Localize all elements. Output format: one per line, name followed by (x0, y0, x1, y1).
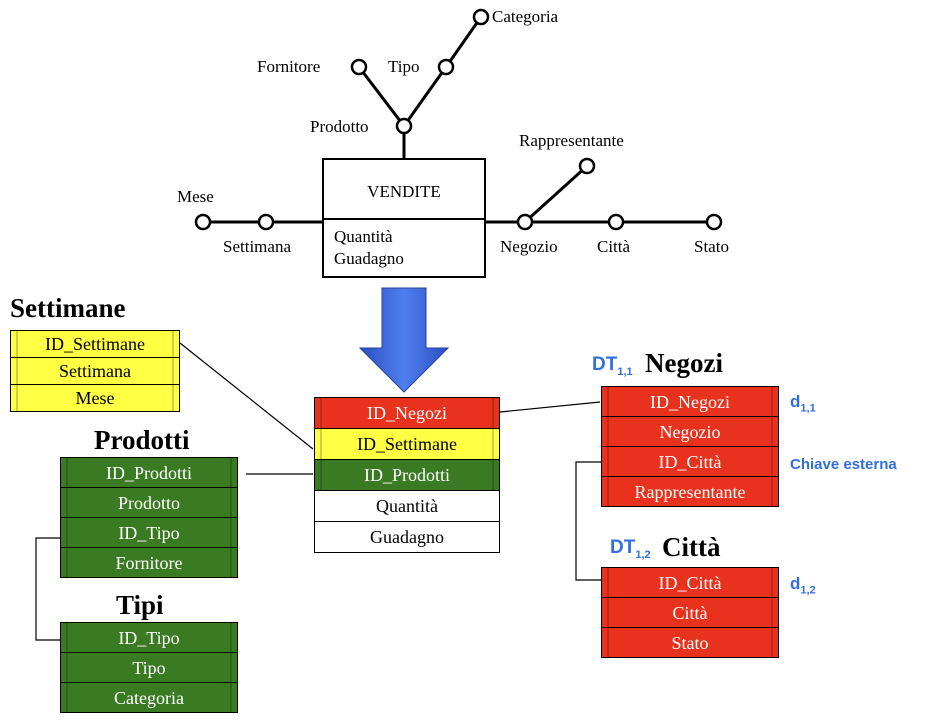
table-row: ID_Tipo (60, 622, 238, 653)
table-row: Tipo (60, 652, 238, 683)
attr-settimana: Settimana (223, 237, 291, 256)
table-row: ID_Prodotti (60, 457, 238, 488)
d12-label: d1,2 (790, 574, 816, 597)
dt11-label: DT1,1 (592, 354, 633, 378)
foreign-key-label: Chiave esterna (790, 456, 897, 473)
table-row: Mese (10, 384, 180, 412)
attr-negozio: Negozio (500, 237, 558, 256)
table-citta: ID_Città Città Stato (601, 567, 779, 658)
table-row: Città (601, 597, 779, 628)
attr-categoria: Categoria (492, 7, 559, 26)
transform-arrow (358, 287, 450, 393)
table-title-prodotti: Prodotti (94, 425, 190, 455)
table-row: Negozio (601, 416, 779, 447)
table-row: ID_Città (601, 446, 779, 477)
table-settimane: ID_Settimane Settimana Mese (10, 330, 180, 412)
table-prodotti: ID_Prodotti Prodotto ID_Tipo Fornitore (60, 457, 238, 578)
table-row: Guadagno (314, 521, 500, 553)
table-title-settimane: Settimane (10, 293, 126, 323)
table-negozi: ID_Negozi Negozio ID_Città Rappresentant… (601, 386, 779, 507)
table-row: Rappresentante (601, 476, 779, 507)
star-schema-edges (203, 16, 714, 224)
table-row: ID_Città (601, 567, 779, 598)
measure-quantita: Quantità (334, 227, 393, 246)
fact-vendite: VENDITE Quantità Guadagno (322, 158, 486, 278)
attr-mese: Mese (177, 187, 214, 206)
table-tipi: ID_Tipo Tipo Categoria (60, 622, 238, 713)
star-schema-nodes (194, 8, 723, 231)
table-row: ID_Tipo (60, 517, 238, 548)
table-row: Categoria (60, 682, 238, 713)
table-row: Stato (601, 627, 779, 658)
attr-stato: Stato (694, 237, 729, 256)
table-title-citta: Città (662, 532, 721, 562)
table-row: ID_Settimane (314, 428, 500, 460)
relation-lines (35, 342, 601, 641)
attr-prodotto: Prodotto (310, 117, 369, 136)
table-row: Prodotto (60, 487, 238, 518)
table-row: ID_Settimane (10, 330, 180, 358)
table-row: ID_Negozi (314, 397, 500, 429)
table-title-negozi: Negozi (645, 348, 723, 378)
table-row: Quantità (314, 490, 500, 522)
attr-fornitore: Fornitore (257, 57, 321, 76)
table-title-tipi: Tipi (116, 590, 164, 620)
table-row: ID_Negozi (601, 386, 779, 417)
measure-guadagno: Guadagno (334, 249, 404, 268)
attr-tipo: Tipo (388, 57, 420, 76)
table-fatti: ID_Negozi ID_Settimane ID_Prodotti Quant… (314, 397, 500, 553)
attr-rappresentante: Rappresentante (519, 131, 624, 150)
dt12-label: DT1,2 (610, 537, 651, 561)
d11-label: d1,1 (790, 392, 816, 415)
table-row: ID_Prodotti (314, 459, 500, 491)
table-row: Settimana (10, 357, 180, 385)
fact-title: VENDITE (324, 160, 484, 220)
table-row: Fornitore (60, 547, 238, 578)
attr-citta: Città (597, 237, 631, 256)
